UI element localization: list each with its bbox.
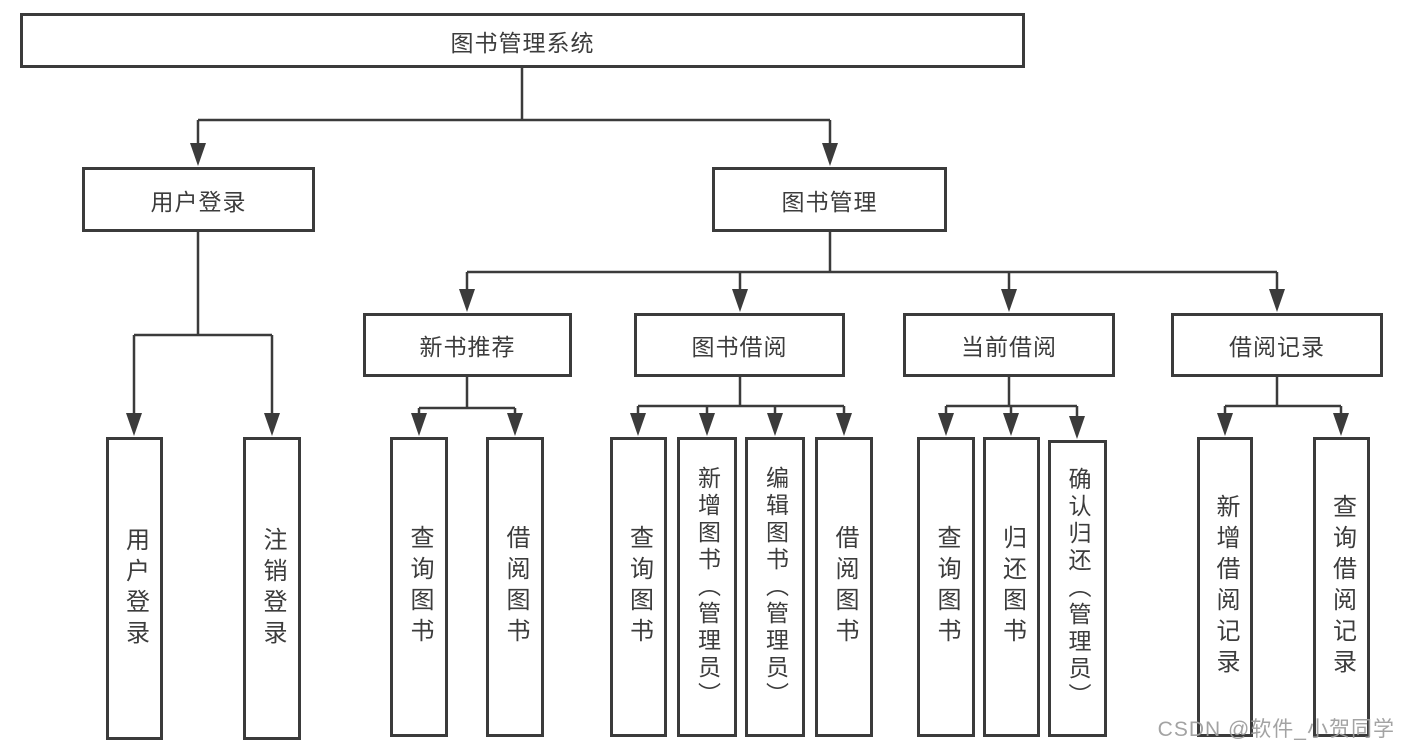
arrowheads xyxy=(126,143,1349,439)
leaf-br-query-record-label: 查询借阅记录 xyxy=(1328,494,1356,680)
leaf-nbr-borrow-books: 借阅图书 xyxy=(486,437,544,737)
leaf-nbr-borrow-books-label: 借阅图书 xyxy=(502,525,529,649)
node-new-book-recommend-label: 新书推荐 xyxy=(419,334,516,360)
leaf-bb-borrow-books: 借阅图书 xyxy=(815,437,873,737)
node-book-borrow-label: 图书借阅 xyxy=(691,334,788,360)
node-current-borrow-label: 当前借阅 xyxy=(961,334,1057,360)
node-borrow-records: 借阅记录 xyxy=(1171,313,1383,377)
leaf-user-login-label: 用户登录 xyxy=(121,526,149,651)
leaf-br-add-record-label: 新增借阅记录 xyxy=(1212,494,1239,680)
node-book-borrow: 图书借阅 xyxy=(634,313,845,377)
leaf-br-query-record: 查询借阅记录 xyxy=(1313,437,1370,737)
node-borrow-records-label: 借阅记录 xyxy=(1229,334,1325,360)
leaf-br-add-record: 新增借阅记录 xyxy=(1197,437,1253,737)
leaf-cb-query-books: 查询图书 xyxy=(917,437,975,737)
csdn-watermark: CSDN @软件_小贺同学 xyxy=(1157,718,1395,741)
leaf-bb-add-books-admin: 新增图书（管理员） xyxy=(677,437,737,737)
node-current-borrow: 当前借阅 xyxy=(903,313,1115,377)
leaf-logout-login-label: 注销登录 xyxy=(259,526,286,651)
leaf-nbr-query-books-label: 查询图书 xyxy=(406,525,433,649)
leaf-bb-add-books-admin-label: 新增图书（管理员） xyxy=(694,465,721,709)
leaf-logout-login: 注销登录 xyxy=(243,437,301,740)
leaf-cb-confirm-return-admin-label: 确认归还（管理员） xyxy=(1065,467,1091,710)
node-book-management: 图书管理 xyxy=(712,167,947,232)
leaf-cb-confirm-return-admin: 确认归还（管理员） xyxy=(1048,440,1107,737)
leaf-bb-edit-books-admin: 编辑图书（管理员） xyxy=(745,437,805,737)
leaf-bb-query-books-label: 查询图书 xyxy=(625,525,653,649)
node-new-book-recommend: 新书推荐 xyxy=(363,313,572,377)
leaf-user-login: 用户登录 xyxy=(106,437,163,740)
node-user-login-label: 用户登录 xyxy=(150,188,247,215)
leaf-cb-return-books-label: 归还图书 xyxy=(998,525,1026,649)
node-user-login: 用户登录 xyxy=(82,167,315,232)
leaf-bb-edit-books-admin-label: 编辑图书（管理员） xyxy=(762,465,789,709)
leaf-bb-borrow-books-label: 借阅图书 xyxy=(831,525,858,649)
leaf-cb-return-books: 归还图书 xyxy=(983,437,1040,737)
node-book-management-label: 图书管理 xyxy=(781,188,878,215)
leaf-cb-query-books-label: 查询图书 xyxy=(933,525,960,649)
leaf-nbr-query-books: 查询图书 xyxy=(390,437,448,737)
node-root-label: 图书管理系统 xyxy=(450,29,595,56)
node-root: 图书管理系统 xyxy=(20,13,1025,68)
leaf-bb-query-books: 查询图书 xyxy=(610,437,667,737)
